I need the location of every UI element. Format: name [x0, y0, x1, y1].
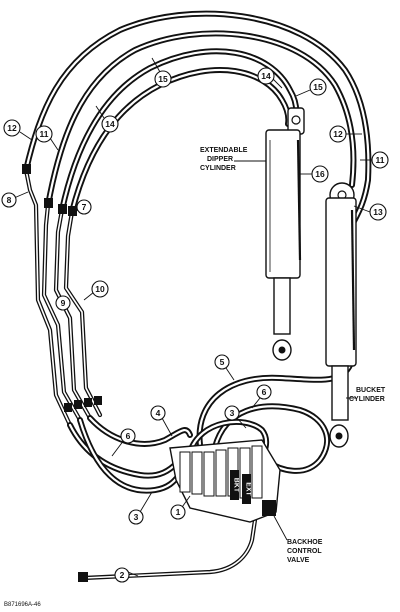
tube-2	[78, 517, 258, 582]
callout-2: 2	[120, 570, 125, 580]
callout-4: 4	[156, 408, 161, 418]
dipper-cylinder-label-line2: DIPPER	[207, 156, 233, 163]
callout-7: 7	[82, 202, 87, 212]
extendable-dipper-cylinder	[265, 107, 305, 361]
callout-3-top: 3	[230, 408, 235, 418]
callout-12-left: 12	[7, 123, 17, 133]
callout-14-right: 14	[261, 71, 271, 81]
tube-10	[63, 209, 103, 418]
overhead-hoses	[23, 10, 372, 228]
callout-15-right: 15	[313, 82, 323, 92]
callout-9: 9	[61, 298, 66, 308]
text-labels: EXTENDABLE DIPPER CYLINDER BUCKET CYLIND…	[4, 147, 386, 608]
callout-13: 13	[373, 207, 383, 217]
dipper-cylinder-label-line3: CYLINDER	[200, 165, 236, 172]
valve-label-bkt: BKT	[233, 478, 240, 493]
callout-6-left: 6	[126, 431, 131, 441]
bucket-cylinder-label-line2: CYLINDER	[349, 396, 385, 403]
callout-16: 16	[315, 169, 325, 179]
callout-3-bottom: 3	[134, 512, 139, 522]
callout-15-top: 15	[158, 74, 168, 84]
control-valve-label-line1: BACKHOE	[287, 539, 323, 546]
valve-label-ext: EXT	[245, 482, 252, 496]
callout-11-left: 11	[40, 129, 49, 139]
control-valve-label-line3: VALVE	[287, 557, 310, 564]
callout-8: 8	[7, 195, 12, 205]
bucket-cylinder-label-line1: BUCKET	[356, 387, 386, 394]
backhoe-control-valve: BKT EXT	[169, 439, 281, 523]
bucket-cylinder	[325, 182, 357, 448]
callout-6-right: 6	[262, 387, 267, 397]
callout-5: 5	[220, 357, 225, 367]
dipper-cylinder-label-line1: EXTENDABLE	[200, 147, 248, 154]
callouts: 1 2 3 3 4 5 6 6 7 8	[1, 57, 389, 583]
callout-1: 1	[176, 507, 181, 517]
callout-11-right: 11	[376, 155, 385, 165]
reference-code: B871696A-46	[4, 602, 41, 608]
callout-14-left: 14	[105, 119, 115, 129]
left-tube-bundle	[22, 164, 103, 428]
hose-15	[69, 66, 292, 215]
callout-12-right: 12	[333, 129, 343, 139]
control-valve-label-line2: CONTROL	[287, 548, 322, 555]
callout-10: 10	[95, 284, 105, 294]
